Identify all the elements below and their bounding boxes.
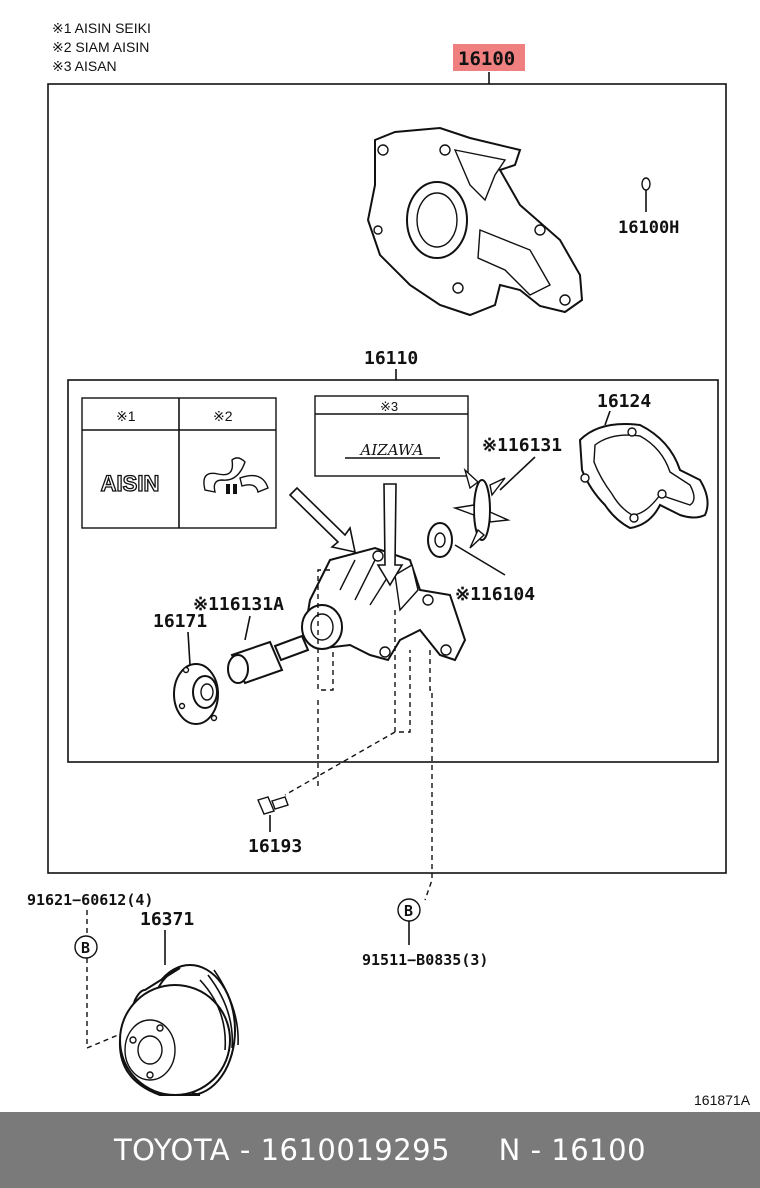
arrow-mark-1 — [288, 486, 357, 554]
label-pump-assy[interactable]: 16110 — [364, 348, 418, 369]
ref-b-left-circle — [74, 935, 98, 959]
shaft-part[interactable] — [227, 634, 310, 685]
rotor-part[interactable] — [452, 467, 511, 549]
seal-part[interactable] — [427, 522, 453, 558]
label-flange[interactable]: 16171 — [153, 611, 207, 632]
inner-frame — [67, 379, 719, 763]
footer-ref-number[interactable]: 16100 — [551, 1133, 647, 1167]
footer-sep-1: - — [230, 1133, 261, 1167]
note-aisin-seiki: ※1 AISIN SEIKI — [52, 20, 151, 36]
label-stud[interactable]: 91621−60612(4) — [27, 891, 153, 909]
label-bolt-b[interactable]: 91511−B0835(3) — [362, 951, 488, 969]
main-housing-plate[interactable] — [366, 126, 584, 317]
main-assy-highlight — [453, 44, 525, 71]
label-rotor[interactable]: ※116131 — [482, 435, 562, 456]
label-gasket[interactable]: 16124 — [597, 391, 651, 412]
supplier-mark-table: ※1 ※2 AISIN — [81, 397, 277, 529]
plug-part[interactable] — [641, 177, 651, 212]
mark-col1-head: ※1 — [116, 408, 136, 424]
footer-gap — [450, 1133, 499, 1167]
bolt-part[interactable] — [257, 796, 289, 815]
label-bolt[interactable]: 16193 — [248, 836, 302, 857]
arrow-mark-2 — [376, 483, 404, 587]
pump-body-part[interactable] — [301, 546, 467, 662]
gasket-part[interactable] — [578, 423, 709, 530]
siam-aisin-logo — [203, 457, 269, 494]
mark-col3-head: ※3 — [380, 399, 398, 414]
flange-part[interactable] — [173, 663, 219, 725]
label-main-assy[interactable]: 16100 — [458, 48, 515, 70]
parts-diagram: ※1 AISIN SEIKI ※2 SIAM AISIN ※3 AISAN 16… — [27, 20, 751, 1108]
footer-ref-prefix: N — [498, 1133, 521, 1167]
label-seal[interactable]: ※116104 — [455, 584, 535, 605]
aisan-logo: AIZAWA — [359, 441, 424, 459]
note-aisan: ※3 AISAN — [52, 58, 117, 74]
ref-b-right[interactable]: B — [404, 902, 413, 920]
label-pulley[interactable]: 16371 — [140, 909, 194, 930]
note-siam-aisin: ※2 SIAM AISIN — [52, 39, 149, 55]
aisan-mark-table: ※3 AIZAWA — [314, 395, 469, 477]
footer-brand: TOYOTA — [113, 1133, 231, 1167]
dashed-leaders — [284, 569, 433, 901]
footer-part-number[interactable]: 1610019295 — [260, 1133, 451, 1167]
footer-bar: TOYOTA - 1610019295 N - 16100 — [0, 1112, 760, 1188]
drawing-number: 161871A — [694, 1092, 751, 1108]
footer-sep-2: - — [520, 1133, 552, 1167]
label-shaft[interactable]: ※116131A — [193, 594, 284, 615]
outer-frame — [47, 83, 727, 874]
aisin-logo: AISIN — [101, 471, 160, 496]
label-plug[interactable]: 16100H — [618, 218, 679, 238]
mark-col2-head: ※2 — [213, 408, 233, 424]
ref-b-left[interactable]: B — [81, 939, 90, 957]
pulley-part[interactable] — [118, 964, 239, 1096]
